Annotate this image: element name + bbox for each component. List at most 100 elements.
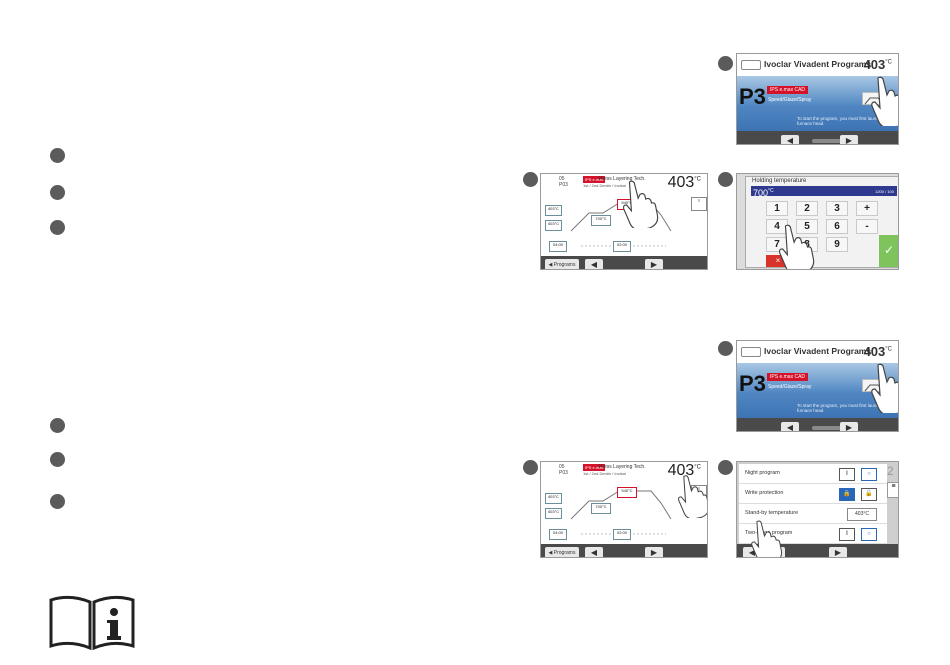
curve-program-name: Press Layering Tech. — [599, 464, 646, 470]
program-body: P3 IPS e.max CAD Speed/Glaze/Spray To st… — [737, 363, 898, 418]
key-1[interactable]: 1 — [766, 201, 788, 216]
menu-button[interactable]: ≡ — [887, 482, 898, 498]
program-hint: To start the program, you must first lau… — [797, 116, 885, 126]
setting-row-night-program: Night program I ○ — [739, 464, 887, 484]
key-plus[interactable]: + — [856, 201, 878, 216]
curve-badge: IPS e.max — [583, 176, 606, 183]
programs-button[interactable]: ◀ Programs — [545, 547, 579, 557]
hand-pointer-icon — [871, 363, 898, 413]
program-badge: IPS e.max CAD — [767, 373, 809, 381]
curve-temperature: 403°C — [667, 462, 701, 479]
night-program-on-button[interactable]: I — [839, 468, 855, 481]
program-id: P3 — [739, 84, 766, 109]
holding-time-field[interactable]: 02:00 — [613, 529, 631, 540]
prev-arrow-button[interactable]: ◀ — [781, 135, 799, 144]
prev-arrow-button[interactable]: ◀ — [585, 547, 603, 557]
next-arrow-button[interactable]: ▶ — [645, 547, 663, 557]
curve-program-sub: 1st / 2nd Dentin / Incisal — [583, 471, 626, 476]
key-2[interactable]: 2 — [796, 201, 818, 216]
program-footer: ◀ ▶ — [737, 418, 898, 431]
program-badge: IPS e.max CAD — [767, 86, 809, 94]
next-arrow-button[interactable]: ▶ — [840, 422, 858, 431]
stand-by-temp-field[interactable]: 403°C — [545, 493, 562, 504]
hand-pointer-icon — [678, 475, 707, 518]
info-book-icon — [49, 595, 135, 651]
back-button[interactable]: ◀ — [743, 547, 761, 557]
program-settings-screen: Night program I ○ Write protection 🔒 🔓 S… — [736, 461, 899, 558]
program-screen-2: Ivoclar Vivadent Programs 403°C P3 IPS e… — [736, 340, 899, 432]
standby-temperature-label: Stand-by temperature — [745, 510, 799, 516]
figure-marker — [718, 56, 733, 71]
key-minus[interactable]: - — [856, 219, 878, 234]
programs-button[interactable]: ◀ Programs — [545, 259, 579, 269]
night-program-off-button[interactable]: ○ — [861, 468, 877, 481]
program-header: Ivoclar Vivadent Programs 403°C — [737, 341, 898, 364]
hand-pointer-icon — [622, 180, 659, 228]
prev-arrow-button[interactable]: ◀ — [781, 422, 799, 431]
heat-rate-field[interactable]: 700°C — [591, 215, 611, 226]
curve-badge: IPS e.max — [583, 464, 606, 471]
key-5[interactable]: 5 — [796, 219, 818, 234]
closing-time-field[interactable]: 403°C — [545, 220, 562, 231]
brand-logo — [741, 347, 761, 357]
two-stage-on-button[interactable]: I — [839, 528, 855, 541]
furnace-temperature: 403°C — [863, 344, 892, 359]
key-3[interactable]: 3 — [826, 201, 848, 216]
step-marker-5 — [50, 452, 65, 467]
key-6[interactable]: 6 — [826, 219, 848, 234]
step-marker-6 — [50, 494, 65, 509]
curve-footer: ◀ Programs ◀ ▶ — [541, 256, 707, 269]
brand-logo — [741, 60, 761, 70]
lock-icon[interactable]: 🔒 — [839, 488, 855, 501]
program-footer: ◀ ▶ — [737, 131, 898, 144]
vacuum-on-field[interactable]: 04:00 — [549, 529, 567, 540]
figure-marker — [523, 460, 538, 475]
setting-row-standby-temp: Stand-by temperature 403°C — [739, 504, 887, 524]
step-marker-1 — [50, 148, 65, 163]
curve-footer: ◀ Programs ◀ ▶ — [541, 544, 707, 557]
step-marker-4 — [50, 418, 65, 433]
furnace-temperature: 403°C — [863, 57, 892, 72]
menu-button[interactable]: ≡ — [691, 197, 707, 211]
holding-time-field[interactable]: 02:00 — [613, 241, 631, 252]
standby-temperature-value[interactable]: 403°C — [847, 508, 877, 521]
next-arrow-button[interactable]: ▶ — [840, 135, 858, 144]
program-header-title: Ivoclar Vivadent Programs — [764, 59, 872, 69]
key-9[interactable]: 9 — [826, 237, 848, 252]
unlock-icon[interactable]: 🔓 — [861, 488, 877, 501]
holding-temp-field[interactable]: 940°C — [617, 487, 637, 498]
two-stage-off-button[interactable]: ○ — [861, 528, 877, 541]
hand-pointer-icon — [751, 520, 783, 557]
write-protection-label: Write protection — [745, 490, 784, 496]
next-arrow-button[interactable]: ▶ — [829, 547, 847, 557]
next-arrow-button[interactable]: ▶ — [645, 259, 663, 269]
curve-temperature: 403°C — [667, 174, 701, 191]
curve-body: 403°C 403°C 700°C 940°C 04:00 02:00 ≡ — [541, 479, 707, 544]
program-body: P3 IPS e.max CAD Speed/Glaze/Spray To st… — [737, 76, 898, 131]
program-screen: Ivoclar Vivadent Programs 403°C P3 IPS e… — [736, 53, 899, 145]
program-id: P3 — [739, 371, 766, 396]
program-header: Ivoclar Vivadent Programs 403°C — [737, 54, 898, 77]
vacuum-on-field[interactable]: 04:00 — [549, 241, 567, 252]
stand-by-temp-field[interactable]: 403°C — [545, 205, 562, 216]
confirm-button[interactable]: ✓ — [879, 235, 898, 267]
curve-program-sub: 1st / 2nd Dentin / Incisal — [583, 183, 626, 188]
curve-program-name: Press Layering Tech. — [599, 176, 646, 182]
step-marker-2 — [50, 185, 65, 200]
figure-marker — [523, 172, 538, 187]
heat-rate-field[interactable]: 700°C — [591, 503, 611, 514]
closing-time-field[interactable]: 403°C — [545, 508, 562, 519]
program-hint: To start the program, you must first lau… — [797, 403, 885, 413]
page-indicator — [812, 426, 842, 430]
night-program-label: Night program — [745, 470, 780, 476]
prev-arrow-button[interactable]: ◀ — [585, 259, 603, 269]
setting-row-write-protection: Write protection 🔒 🔓 — [739, 484, 887, 504]
